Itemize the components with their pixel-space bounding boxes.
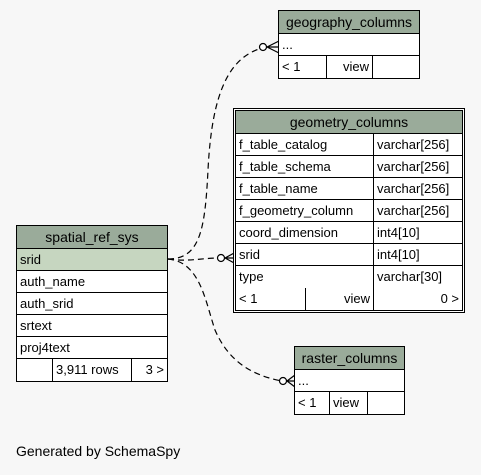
column-name: type [236, 266, 374, 288]
table-raster-columns[interactable]: raster_columns ... < 1 view [294, 346, 405, 415]
footer-view: view [306, 288, 374, 310]
table-row: auth_srid [17, 293, 167, 315]
footer-rows: 3,911 rows [53, 359, 132, 381]
column-name: f_table_schema [236, 156, 374, 177]
column-type: varchar[256] [377, 181, 450, 196]
footer-view: view [327, 56, 373, 78]
footer-prev: < 1 [236, 288, 306, 310]
table-title[interactable]: spatial_ref_sys [17, 226, 167, 249]
table-row: proj4text [17, 337, 167, 359]
footer-prev: < 1 [279, 56, 327, 78]
generated-by-text: Generated by SchemaSpy [16, 443, 181, 459]
column-name: srid [236, 244, 374, 265]
column-name: srtext [20, 318, 52, 333]
table-footer: < 1 view 0 > [236, 288, 462, 310]
column-name: f_geometry_column [236, 200, 374, 221]
table-title[interactable]: raster_columns [295, 347, 404, 370]
footer-prev [17, 359, 53, 381]
column-name: ... [298, 373, 309, 388]
table-row: srid [17, 249, 167, 271]
footer-prev: < 1 [295, 392, 330, 414]
table-row: ... [279, 34, 419, 56]
column-type: varchar[30] [377, 269, 443, 284]
table-footer: < 1 view [295, 392, 404, 414]
link-raster [167, 258, 283, 382]
table-title[interactable]: geography_columns [279, 11, 419, 34]
column-name: proj4text [20, 340, 70, 355]
table-spatial-ref-sys[interactable]: spatial_ref_sys srid auth_name auth_srid… [16, 225, 168, 382]
table-footer: 3,911 rows 3 > [17, 359, 167, 381]
footer-next [373, 56, 419, 78]
column-name: f_table_catalog [236, 134, 374, 155]
footer-next: 3 > [145, 362, 164, 377]
column-name: auth_srid [20, 296, 74, 311]
column-type: int4[10] [377, 247, 420, 262]
column-name: srid [20, 252, 41, 267]
footer-next [368, 392, 404, 414]
column-type: varchar[256] [377, 159, 450, 174]
column-type: varchar[256] [377, 137, 450, 152]
column-type: varchar[256] [377, 203, 450, 218]
link-geography [167, 46, 267, 260]
footer-next: 0 > [440, 291, 459, 306]
table-geography-columns[interactable]: geography_columns ... < 1 view [278, 10, 420, 79]
column-name: ... [282, 37, 293, 52]
column-type: int4[10] [377, 225, 420, 240]
link-geometry [167, 257, 221, 261]
footer-view: view [330, 392, 368, 414]
column-name: auth_name [20, 274, 86, 289]
table-row: ... [295, 370, 404, 392]
table-title[interactable]: geometry_columns [236, 111, 462, 134]
table-row: srtext [17, 315, 167, 337]
table-row: auth_name [17, 271, 167, 293]
column-name: coord_dimension [236, 222, 374, 243]
table-footer: < 1 view [279, 56, 419, 78]
column-name: f_table_name [236, 178, 374, 199]
